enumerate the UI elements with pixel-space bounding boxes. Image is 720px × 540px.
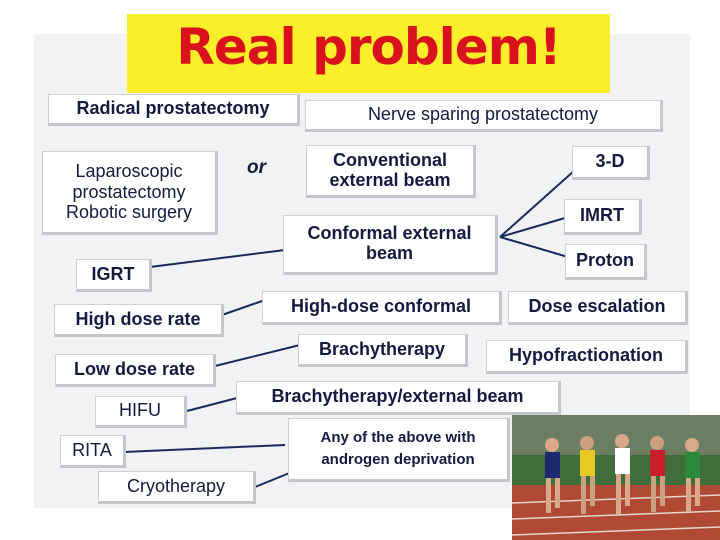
runners-photo-icon xyxy=(512,415,720,540)
box-proton: Proton xyxy=(565,244,647,280)
box-dose-escalation: Dose escalation xyxy=(508,291,688,325)
or-label: or xyxy=(247,157,266,178)
box-brachytherapy: Brachytherapy xyxy=(298,334,468,367)
page-title: Real problem! xyxy=(176,18,561,76)
box-conformal-external-beam: Conformal external beam xyxy=(283,215,498,275)
box-high-dose-rate: High dose rate xyxy=(54,304,224,337)
line-hifu-brachyexternal xyxy=(186,397,238,412)
box-cryotherapy: Cryotherapy xyxy=(98,471,256,504)
line-lowdoserate-brachy xyxy=(214,344,301,367)
box-radical-prostatectomy: Radical prostatectomy xyxy=(48,94,300,126)
line-conformal-proton xyxy=(499,236,569,258)
box-conventional-external-beam: Conventional external beam xyxy=(306,145,476,198)
box-androgen-deprivation: Any of the above with androgen deprivati… xyxy=(288,418,510,482)
box-imrt: IMRT xyxy=(564,199,642,235)
line-rita-androgen xyxy=(123,444,286,453)
line-highdoserate-highdoseconformal xyxy=(221,299,266,316)
box-high-dose-conformal: High-dose conformal xyxy=(262,291,502,325)
box-hifu: HIFU xyxy=(95,396,187,428)
box-3d: 3-D xyxy=(572,146,650,180)
title-banner xyxy=(127,14,610,93)
box-igrt: IGRT xyxy=(76,259,152,292)
line-cryo-androgen xyxy=(254,471,293,488)
line-conformal-imrt xyxy=(499,217,566,238)
line-conformal-3d xyxy=(499,169,576,238)
box-laparoscopic: Laparoscopic prostatectomy Robotic surge… xyxy=(42,151,218,235)
line-igrt-conformal xyxy=(149,249,286,268)
box-low-dose-rate: Low dose rate xyxy=(55,354,216,387)
box-brachytherapy-external-beam: Brachytherapy/external beam xyxy=(236,381,561,415)
box-nerve-sparing: Nerve sparing prostatectomy xyxy=(305,100,663,132)
box-hypofractionation: Hypofractionation xyxy=(486,340,688,374)
box-rita: RITA xyxy=(60,435,126,468)
